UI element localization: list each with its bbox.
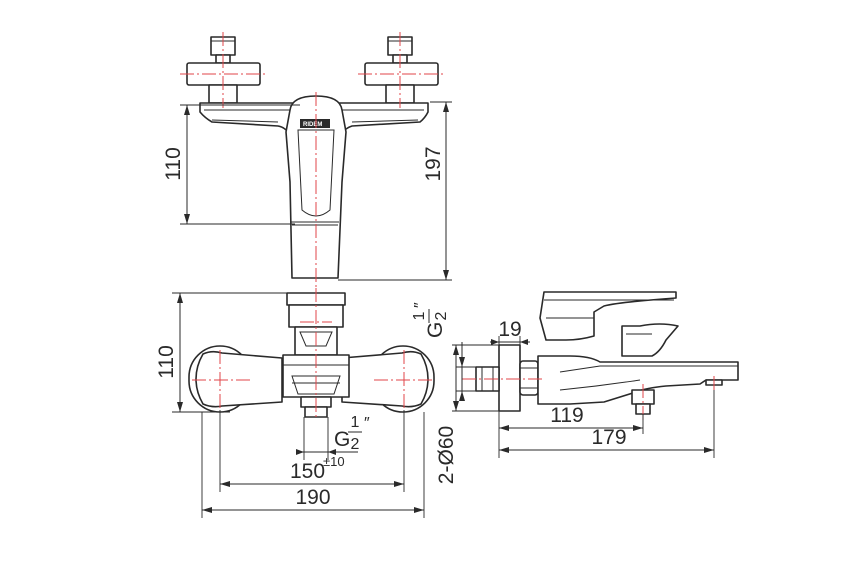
right-inlet-fitting bbox=[364, 36, 439, 104]
dimension-190-label: 190 bbox=[295, 486, 330, 509]
dimension-150: 150 ±10 bbox=[219, 410, 405, 492]
thread-front-numerator: 1 bbox=[351, 414, 360, 431]
dimension-179: 179 bbox=[499, 390, 715, 458]
dimension-197-label: 197 bbox=[422, 146, 445, 181]
front-view: 110 G 1 2 ″ 150 ±10 bbox=[155, 288, 435, 518]
dimension-150-tolerance: ±10 bbox=[323, 454, 345, 469]
dimension-179-label: 179 bbox=[591, 426, 626, 449]
dimension-150-label: 150 bbox=[290, 460, 325, 483]
side-view: G 1 2 ″ 19 2-Ø60 bbox=[411, 291, 739, 484]
brand-logo bbox=[300, 119, 330, 128]
dimension-197: 197 bbox=[338, 101, 452, 281]
thread-front-denominator: 2 bbox=[351, 436, 360, 453]
thread-callout-front: G 1 2 ″ bbox=[296, 414, 370, 460]
thread-callout-side: G 1 2 ″ bbox=[411, 302, 478, 401]
dimension-110-top: 110 bbox=[162, 104, 300, 225]
thread-side-denominator: 2 bbox=[433, 311, 450, 320]
thread-side-g: G bbox=[424, 322, 447, 338]
dimension-110-top-label: 110 bbox=[162, 147, 185, 180]
dimension-19-label: 19 bbox=[498, 318, 521, 341]
dimension-190: 190 bbox=[201, 412, 425, 518]
dimension-flange-diameter: 2-Ø60 bbox=[435, 344, 499, 484]
dimension-110-front-label: 110 bbox=[155, 345, 178, 378]
thread-side-numerator: 1 bbox=[411, 311, 428, 320]
side-wall-flange bbox=[498, 344, 521, 412]
mixer-body-side bbox=[537, 291, 739, 415]
thread-side-inch-mark: ″ bbox=[412, 302, 429, 308]
dimension-110-front: 110 bbox=[155, 292, 290, 413]
dimension-119-label: 119 bbox=[550, 404, 583, 427]
top-view: RIDEM 110 197 bbox=[162, 32, 452, 290]
thread-front-g: G bbox=[334, 428, 350, 451]
dimension-flange-label: 2-Ø60 bbox=[435, 426, 458, 484]
svg-text:RIDEM: RIDEM bbox=[303, 122, 322, 128]
dimension-119: 119 bbox=[498, 404, 644, 458]
dimension-19: 19 bbox=[490, 318, 530, 346]
thread-front-inch-mark: ″ bbox=[364, 415, 370, 432]
